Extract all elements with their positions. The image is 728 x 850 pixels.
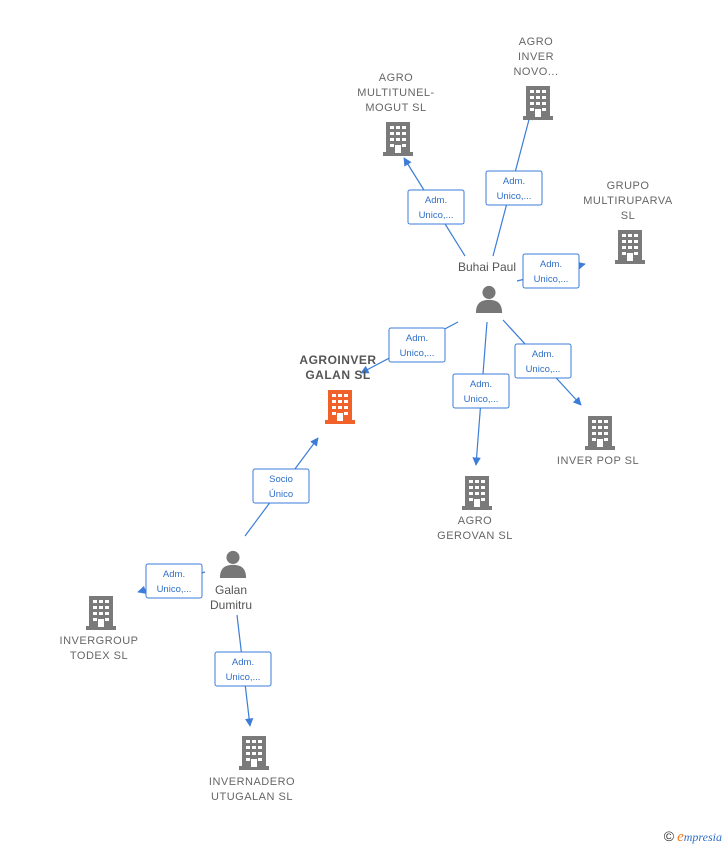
- logo-text: mpresia: [683, 830, 722, 844]
- building-icon: [585, 416, 615, 450]
- building-icon: [86, 596, 116, 630]
- empresia-logo: ©empresia: [664, 828, 722, 846]
- building-icon: [523, 86, 553, 120]
- person-icon: [219, 550, 247, 578]
- company-name: AGROINVER: [299, 353, 376, 367]
- company-name: MULTIRUPARVA: [583, 195, 673, 207]
- edge-label-text: Adm.: [532, 349, 554, 360]
- edge-label-text: Único: [269, 489, 293, 500]
- edge-label-text: Unico,...: [226, 672, 261, 683]
- company-name: INVERGROUP: [60, 635, 139, 647]
- edge-buhai-gerovan[interactable]: Adm. Unico,...: [452, 321, 510, 466]
- edge-buhai-agroinver[interactable]: Adm. Unico,...: [360, 321, 459, 374]
- edge-label-text: Unico,...: [497, 191, 532, 202]
- edge-label-text: Adm.: [503, 176, 525, 187]
- edge-label-box[interactable]: [214, 651, 272, 687]
- company-name: SL: [621, 210, 635, 222]
- building-icon: [239, 736, 269, 770]
- copyright-icon: ©: [663, 828, 675, 844]
- edge-label-text: Socio: [269, 474, 293, 485]
- edge-label-box[interactable]: [407, 189, 465, 225]
- edge-label-box[interactable]: [252, 468, 310, 504]
- edge-label-text: Unico,...: [157, 584, 192, 595]
- edge-label-box[interactable]: [452, 373, 510, 409]
- person-name: Dumitru: [210, 598, 252, 612]
- edge-label-text: Adm.: [470, 379, 492, 390]
- edge-galan-invernadero[interactable]: Adm. Unico,...: [214, 614, 272, 727]
- logo-e: e: [677, 829, 684, 845]
- company-node-invernovo[interactable]: AGRO INVER NOVO...: [513, 36, 558, 120]
- edge-buhai-multitunel[interactable]: Adm. Unico,...: [403, 157, 466, 257]
- edge-label-text: Unico,...: [526, 364, 561, 375]
- company-name: GRUPO: [607, 180, 650, 192]
- edge-label-box[interactable]: [514, 343, 572, 379]
- company-name: AGRO: [379, 72, 413, 84]
- company-name: INVER: [518, 51, 554, 63]
- edge-label-text: Adm.: [406, 333, 428, 344]
- edge-label-text: Unico,...: [534, 274, 569, 285]
- company-name: MULTITUNEL-: [357, 87, 434, 99]
- edge-label-box[interactable]: [388, 327, 446, 363]
- company-name: NOVO...: [513, 66, 558, 78]
- edge-label-text: Adm.: [232, 657, 254, 668]
- edge-buhai-invernovo[interactable]: Adm. Unico,...: [485, 111, 543, 257]
- building-icon: [615, 230, 645, 264]
- person-icon: [475, 285, 503, 313]
- company-node-invergroup[interactable]: INVERGROUP TODEX SL: [60, 596, 139, 662]
- company-name: GEROVAN SL: [437, 530, 513, 542]
- company-name: INVER POP SL: [557, 455, 639, 467]
- building-icon: [383, 122, 413, 156]
- company-name: UTUGALAN SL: [211, 791, 293, 803]
- company-node-inverpop[interactable]: INVER POP SL: [557, 416, 639, 467]
- edge-label-box[interactable]: [485, 170, 543, 206]
- company-name: AGRO: [458, 515, 492, 527]
- edges-layer: Adm.Unico,...Adm.Unico,...Adm.Unico,...A…: [137, 111, 586, 727]
- company-name: GALAN SL: [305, 368, 370, 382]
- building-icon: [462, 476, 492, 510]
- company-node-multitunel[interactable]: AGRO MULTITUNEL- MOGUT SL: [357, 72, 434, 156]
- edge-label-box[interactable]: [522, 253, 580, 289]
- company-name: TODEX SL: [70, 650, 128, 662]
- building-icon: [325, 390, 355, 424]
- company-name: INVERNADERO: [209, 776, 295, 788]
- edge-label-text: Unico,...: [419, 210, 454, 221]
- company-name: AGRO: [519, 36, 553, 48]
- edge-label-text: Unico,...: [400, 348, 435, 359]
- edge-buhai-multiruparva[interactable]: Adm. Unico,...: [516, 253, 586, 289]
- company-node-gerovan[interactable]: AGRO GEROVAN SL: [437, 476, 513, 542]
- edge-label-text: Adm.: [425, 195, 447, 206]
- company-name: MOGUT SL: [365, 102, 426, 114]
- edge-label-text: Adm.: [163, 569, 185, 580]
- edge-galan-invergroup[interactable]: Adm. Unico,...: [137, 563, 206, 599]
- edge-label-box[interactable]: [145, 563, 203, 599]
- edge-label-text: Adm.: [540, 259, 562, 270]
- edge-label-text: Unico,...: [464, 394, 499, 405]
- person-node-buhai[interactable]: Buhai Paul: [458, 260, 516, 313]
- person-name: Galan: [215, 583, 247, 597]
- person-name: Buhai Paul: [458, 260, 516, 274]
- company-node-multiruparva[interactable]: GRUPO MULTIRUPARVA SL: [583, 180, 673, 264]
- edge-buhai-inverpop[interactable]: Adm. Unico,...: [502, 319, 582, 406]
- company-node-invernadero[interactable]: INVERNADERO UTUGALAN SL: [209, 736, 295, 803]
